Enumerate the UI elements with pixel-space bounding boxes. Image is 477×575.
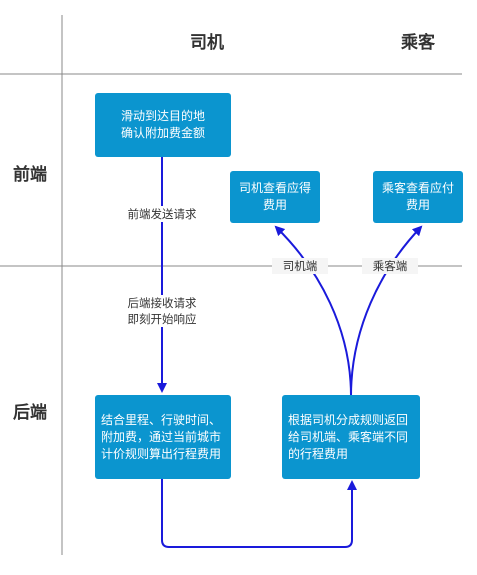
box-calculate-fare: 结合里程、行驶时间、 附加费，通过当前城市 计价规则算出行程费用 [95, 395, 231, 479]
column-header-passenger: 乘客 [401, 33, 435, 53]
box-return-fare: 根据司机分成规则返回 给司机端、乘客端不同 的行程费用 [282, 395, 420, 479]
arrow-to-passenger-view [350, 225, 423, 397]
arrow-to-driver-view [274, 225, 352, 397]
column-header-driver: 司机 [190, 33, 224, 53]
label-driver-end: 司机端 [272, 258, 328, 274]
row-header-frontend: 前端 [13, 165, 47, 185]
box-driver-view-fee: 司机查看应得 费用 [230, 171, 320, 223]
box-slide-to-destination: 滑动到达目的地 确认附加费金额 [95, 93, 231, 157]
arrow-calc-to-return [161, 479, 357, 548]
label-frontend-send-request: 前端发送请求 [112, 206, 212, 222]
label-backend-receive-request: 后端接收请求 即刻开始响应 [112, 295, 212, 327]
row-header-backend: 后端 [13, 403, 47, 423]
box-passenger-view-fee: 乘客查看应付 费用 [373, 171, 463, 223]
label-passenger-end: 乘客端 [362, 258, 418, 274]
